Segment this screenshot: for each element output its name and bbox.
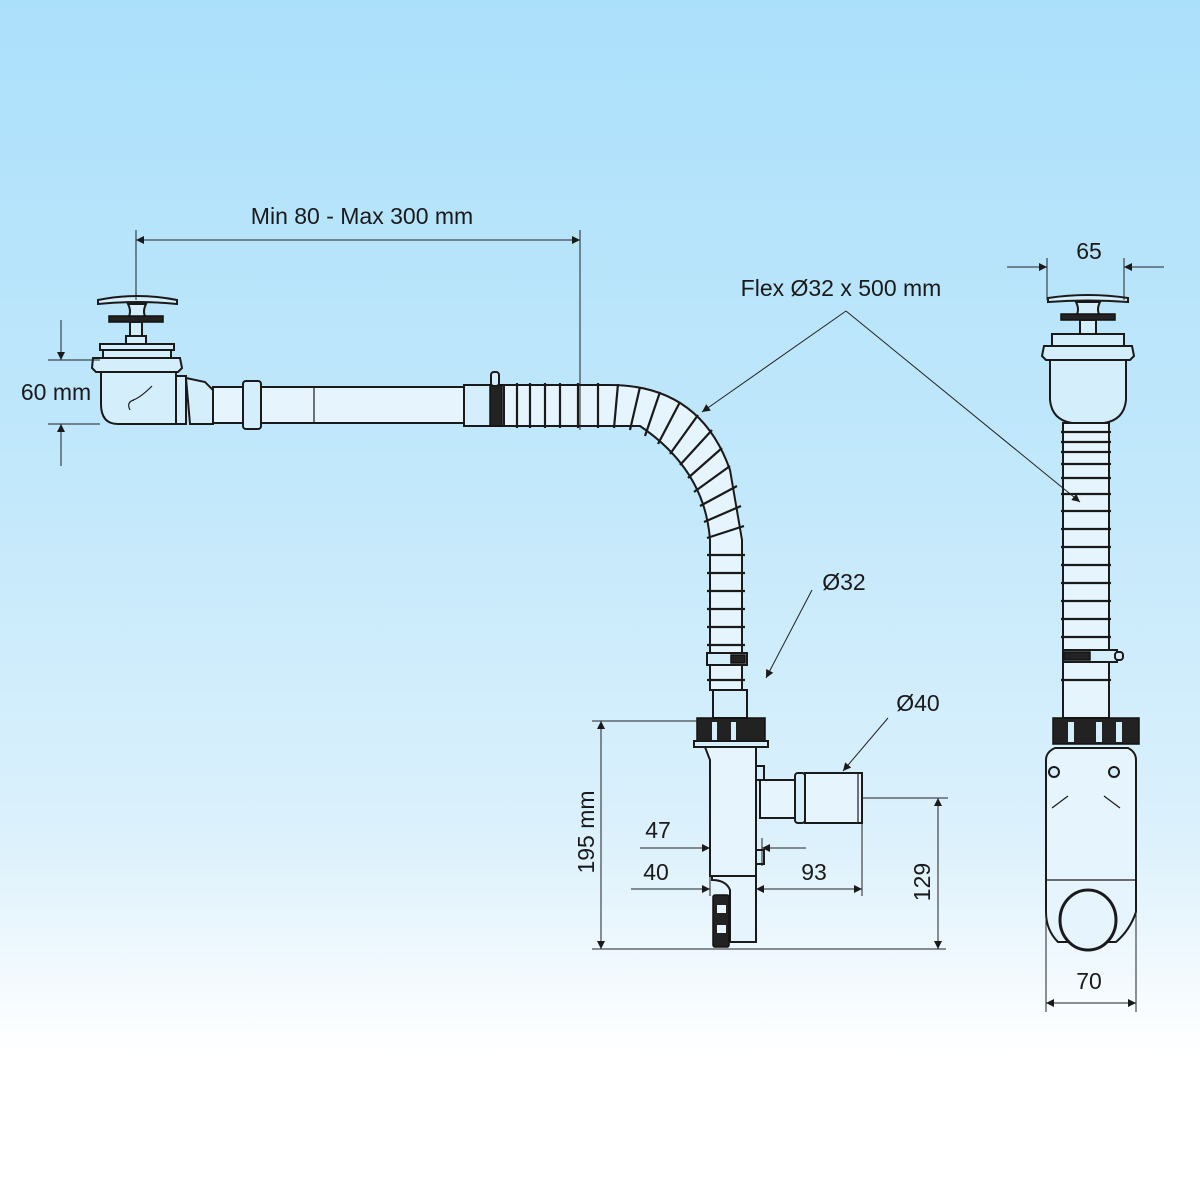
height-60-label: 60 mm <box>21 379 91 405</box>
flexible-hose <box>503 383 748 719</box>
flex-label: Flex Ø32 x 500 mm <box>741 275 942 301</box>
front-view <box>1040 294 1140 952</box>
height-195-label: 195 mm <box>573 790 599 873</box>
dimension-70: 70 <box>1045 912 1137 1012</box>
span-label: Min 80 - Max 300 mm <box>251 203 473 229</box>
dimension-65: 65 <box>1007 238 1164 300</box>
pop-up-plug <box>90 295 184 373</box>
bottle-trap <box>693 717 863 948</box>
dimension-60mm: 60 mm <box>21 320 100 466</box>
top-width-label: 65 <box>1076 238 1102 264</box>
d47-label: 47 <box>645 817 671 843</box>
d40-label: Ø40 <box>896 690 939 716</box>
front-plug <box>1040 294 1136 424</box>
bottom-width-label: 70 <box>1076 968 1102 994</box>
straight-pipe <box>212 371 505 430</box>
side-view <box>90 295 863 948</box>
d32-label: Ø32 <box>822 569 865 595</box>
dimension-195mm: 195 mm <box>573 720 946 950</box>
front-trap <box>1045 717 1140 952</box>
dimension-93: 93 <box>756 823 863 896</box>
overflow-elbow <box>100 371 214 425</box>
callout-d40: Ø40 <box>842 690 940 772</box>
callout-d32: Ø32 <box>765 569 866 679</box>
d129-label: 129 <box>909 863 935 901</box>
dimension-129: 129 <box>862 797 948 949</box>
d40b-label: 40 <box>643 859 669 885</box>
front-flex-hose <box>1061 422 1124 719</box>
dimension-40: 40 <box>631 859 711 896</box>
callout-flex: Flex Ø32 x 500 mm <box>701 275 1081 503</box>
dimension-47: 47 <box>640 817 806 866</box>
dimension-span: Min 80 - Max 300 mm <box>135 203 581 430</box>
d93-label: 93 <box>801 859 827 885</box>
